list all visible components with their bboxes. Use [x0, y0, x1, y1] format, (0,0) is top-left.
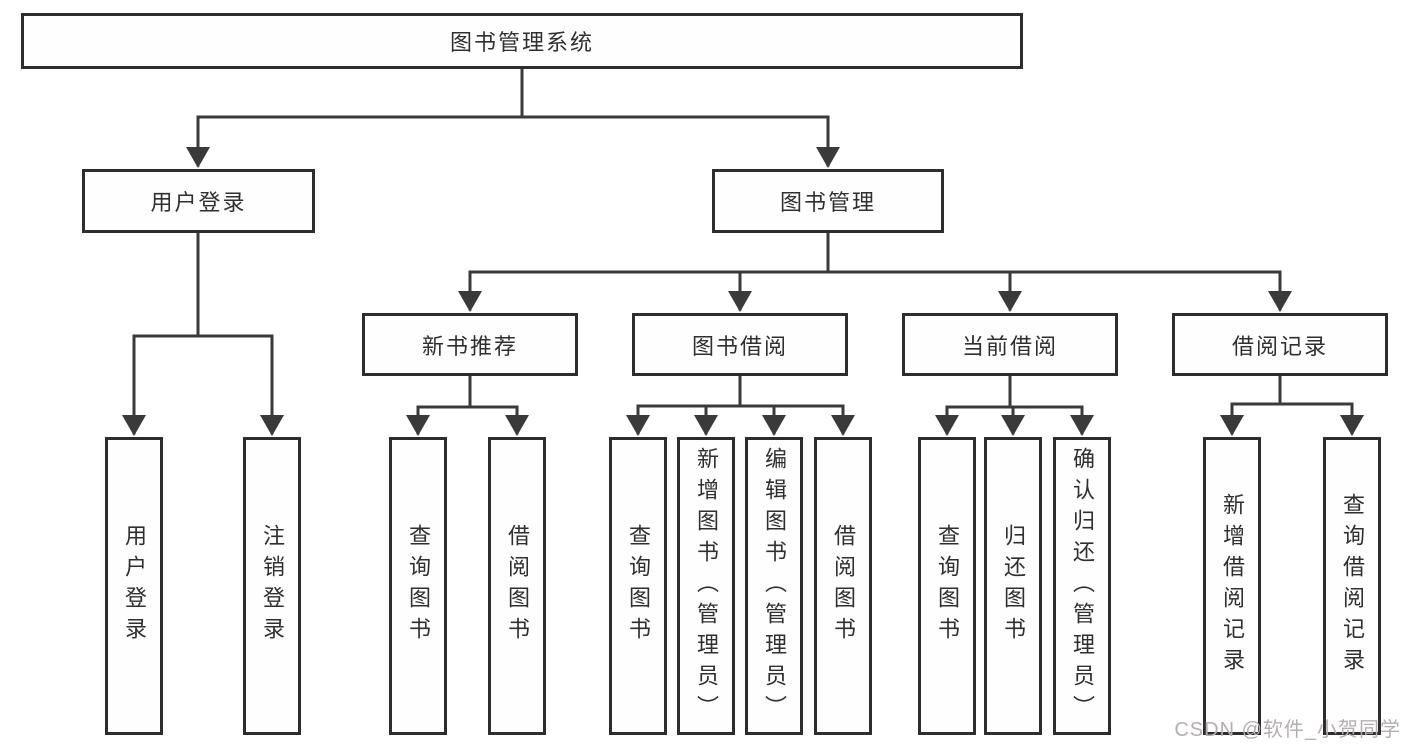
node-system-root: 图书管理系统 — [21, 13, 1023, 69]
leaf-edit-book-admin: 编辑图书（管理员） — [745, 437, 803, 735]
leaf-query-books-current: 查询图书 — [918, 437, 976, 735]
leaf-borrow-books-recommend: 借阅图书 — [488, 437, 546, 735]
connector-user-login-branch — [132, 231, 274, 338]
leaf-borrow-books-borrow: 借阅图书 — [814, 437, 872, 735]
node-label: 确认归还（管理员） — [1070, 446, 1095, 726]
node-label: 借阅图书 — [505, 524, 530, 648]
node-user-login: 用户登录 — [82, 169, 315, 233]
node-label: 图书借阅 — [691, 333, 788, 359]
node-label: 借阅记录 — [1231, 333, 1328, 359]
node-label: 查询图书 — [935, 524, 960, 648]
node-label: 图书管理 — [779, 190, 876, 215]
node-label: 用户登录 — [122, 524, 147, 648]
node-label: 新书推荐 — [421, 333, 518, 359]
node-label: 新增借阅记录 — [1220, 493, 1245, 679]
node-label: 归还图书 — [1001, 524, 1026, 648]
node-label: 图书管理系统 — [449, 30, 594, 55]
node-book-borrowing: 图书借阅 — [632, 313, 848, 376]
csdn-watermark: CSDN @软件_小贺同学 — [1174, 719, 1401, 741]
connector-current-branch — [945, 373, 1084, 409]
leaf-logout: 注销登录 — [243, 437, 301, 735]
leaf-query-books-borrow: 查询图书 — [609, 437, 667, 735]
connector-recommend-branch — [416, 374, 519, 409]
node-label: 借阅图书 — [831, 524, 856, 648]
node-new-book-recommend: 新书推荐 — [362, 313, 578, 376]
leaf-query-borrow-record: 查询借阅记录 — [1323, 437, 1381, 735]
node-label: 注销登录 — [260, 524, 285, 648]
node-label: 查询借阅记录 — [1340, 493, 1365, 679]
connector-root-to-level2 — [196, 67, 830, 119]
leaf-confirm-return-admin: 确认归还（管理员） — [1053, 437, 1111, 735]
node-label: 查询图书 — [626, 524, 651, 648]
connector-book-mgmt-branch — [468, 230, 1282, 274]
node-label: 查询图书 — [406, 524, 431, 648]
connector-borrowing-branch — [636, 373, 845, 408]
leaf-return-book: 归还图书 — [984, 437, 1042, 735]
node-label: 新增图书（管理员） — [694, 446, 719, 726]
leaf-query-books-recommend: 查询图书 — [389, 437, 447, 735]
leaf-add-book-admin: 新增图书（管理员） — [677, 437, 735, 735]
leaf-add-borrow-record: 新增借阅记录 — [1203, 437, 1261, 735]
node-label: 当前借阅 — [961, 333, 1058, 359]
node-book-management: 图书管理 — [712, 169, 944, 233]
node-borrowing-records: 借阅记录 — [1172, 313, 1388, 376]
node-label: 编辑图书（管理员） — [762, 446, 787, 726]
node-label: 用户登录 — [150, 190, 247, 215]
leaf-user-login: 用户登录 — [105, 437, 163, 735]
connector-records-branch — [1230, 373, 1354, 406]
node-current-borrowing: 当前借阅 — [902, 313, 1118, 376]
